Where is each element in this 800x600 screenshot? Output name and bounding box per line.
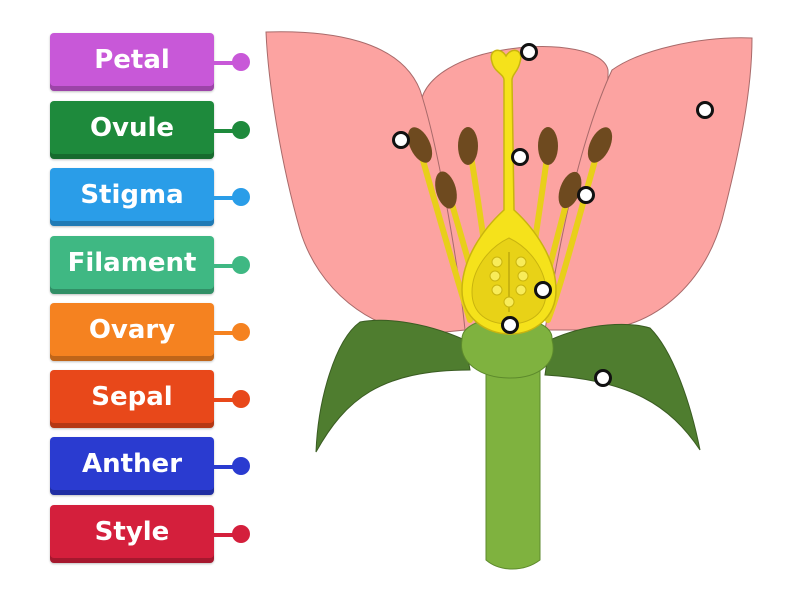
sepal-left: [315, 319, 471, 453]
label-text: Ovule: [89, 113, 175, 143]
drop-target-ovary[interactable]: [501, 316, 519, 334]
label-petal[interactable]: Petal: [50, 33, 214, 91]
label-style[interactable]: Style: [50, 505, 214, 563]
stem: [485, 359, 541, 570]
petal-left: [265, 31, 466, 335]
drop-target-sepal[interactable]: [594, 369, 612, 387]
label-filament[interactable]: Filament: [50, 236, 214, 294]
connector-line: [214, 398, 236, 402]
connector-dot[interactable]: [232, 256, 250, 274]
connector-line: [214, 196, 236, 200]
label-text: Stigma: [80, 180, 184, 210]
label-row-style: Style: [50, 505, 260, 565]
sepal-right: [544, 323, 701, 451]
connector-line: [214, 331, 236, 335]
label-text: Petal: [94, 45, 170, 75]
connector-dot[interactable]: [232, 53, 250, 71]
label-sepal[interactable]: Sepal: [50, 370, 214, 428]
anther-3: [458, 127, 478, 165]
label-text: Ovary: [88, 315, 176, 345]
anther-4: [538, 127, 558, 165]
label-row-sepal: Sepal: [50, 370, 260, 430]
label-row-ovary: Ovary: [50, 303, 260, 363]
label-bank: Petal Ovule Stigma Filament Ovary Sepal …: [0, 0, 260, 600]
ovary-chamber: [471, 237, 547, 325]
filaments: [417, 147, 601, 323]
label-row-filament: Filament: [50, 236, 260, 296]
label-ovary[interactable]: Ovary: [50, 303, 214, 361]
drop-target-filament[interactable]: [577, 186, 595, 204]
connector-dot[interactable]: [232, 390, 250, 408]
label-text: Style: [94, 517, 170, 547]
anther-6: [587, 127, 613, 163]
label-stigma[interactable]: Stigma: [50, 168, 214, 226]
ovules: [489, 252, 529, 312]
label-row-ovule: Ovule: [50, 101, 260, 161]
drop-target-style[interactable]: [511, 148, 529, 166]
label-text: Filament: [67, 248, 197, 278]
connector-line: [214, 264, 236, 268]
drop-target-petal[interactable]: [696, 101, 714, 119]
drop-target-stigma[interactable]: [520, 43, 538, 61]
label-anther[interactable]: Anther: [50, 437, 214, 495]
connector-dot[interactable]: [232, 525, 250, 543]
connector-line: [214, 129, 236, 133]
drop-target-ovule[interactable]: [534, 281, 552, 299]
anther-2: [435, 171, 457, 209]
connector-dot[interactable]: [232, 121, 250, 139]
connector-dot[interactable]: [232, 457, 250, 475]
connector-line: [214, 61, 236, 65]
label-row-petal: Petal: [50, 33, 260, 93]
label-text: Anther: [81, 449, 183, 479]
connector-dot[interactable]: [232, 323, 250, 341]
connector-line: [214, 465, 236, 469]
connector-line: [214, 533, 236, 537]
label-row-anther: Anther: [50, 437, 260, 497]
drop-target-anther[interactable]: [392, 131, 410, 149]
petal-right: [544, 37, 753, 331]
label-ovule[interactable]: Ovule: [50, 101, 214, 159]
connector-dot[interactable]: [232, 188, 250, 206]
label-text: Sepal: [91, 382, 173, 412]
label-row-stigma: Stigma: [50, 168, 260, 228]
